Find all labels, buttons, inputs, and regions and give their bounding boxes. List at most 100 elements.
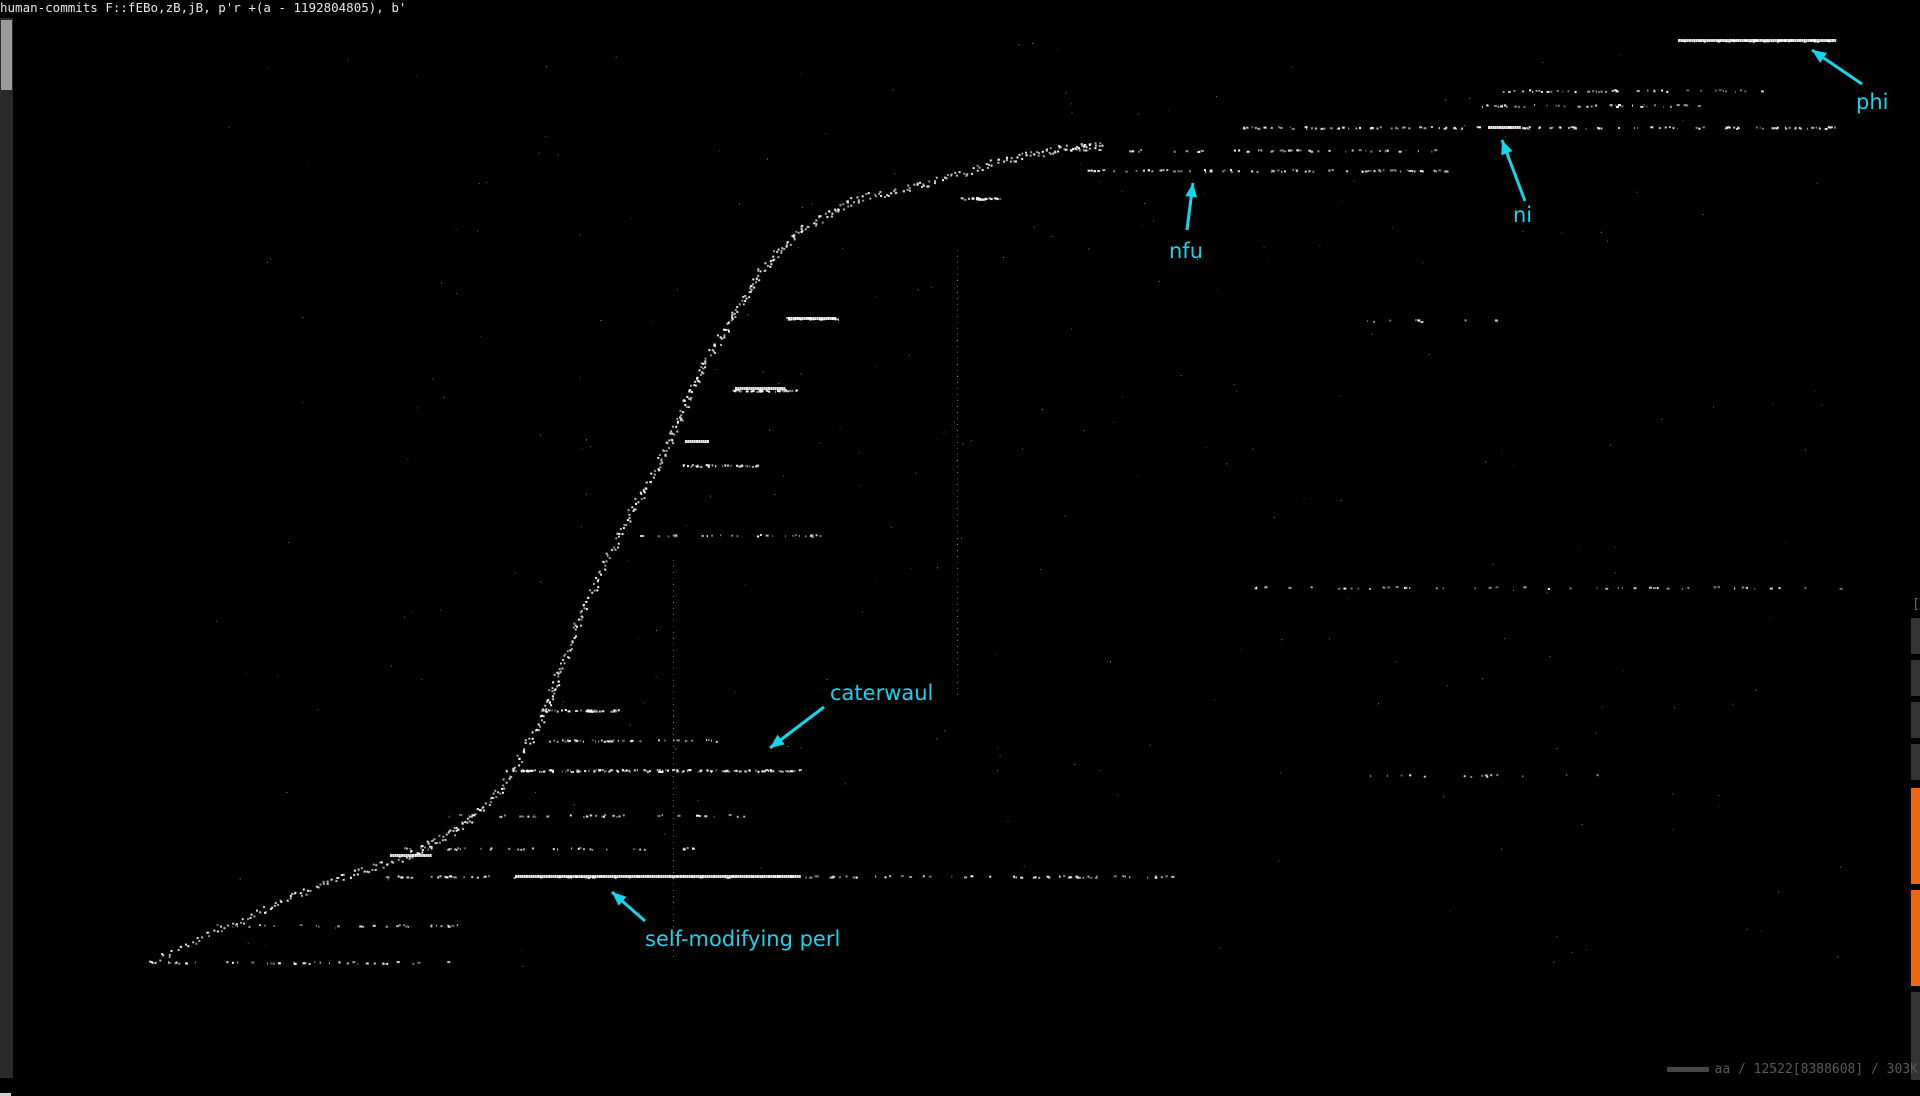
commit-point (965, 174, 968, 177)
commit-point (795, 230, 798, 233)
side-tab[interactable] (1911, 702, 1920, 738)
side-tab-active[interactable] (1911, 890, 1920, 986)
commit-point (732, 389, 735, 392)
commit-point (1371, 333, 1373, 335)
commit-point (772, 875, 775, 878)
commit-point (421, 679, 423, 680)
commit-point (482, 806, 485, 809)
side-tab[interactable] (1911, 744, 1920, 780)
commit-point (704, 815, 708, 818)
commit-point (605, 875, 608, 878)
commit-point (1263, 246, 1265, 248)
commit-point (685, 406, 688, 408)
commit-point (1507, 90, 1511, 93)
commit-point (797, 231, 800, 234)
commit-point (1236, 390, 1238, 392)
commit-point (790, 875, 794, 878)
commit-point (922, 875, 925, 878)
commit-point (1264, 586, 1268, 589)
commit-point (625, 769, 628, 772)
commit-point (673, 668, 674, 669)
commit-point (1487, 316, 1489, 318)
commit-point (1505, 105, 1508, 108)
commit-point (548, 709, 551, 712)
commit-point (776, 875, 779, 878)
commit-point (372, 924, 376, 927)
commit-point (756, 390, 760, 393)
commit-point (1299, 149, 1302, 152)
commit-point (765, 389, 768, 392)
commit-point (757, 269, 760, 272)
commit-point (1522, 127, 1525, 130)
commit-point (476, 876, 479, 879)
commit-point (1431, 150, 1433, 153)
commit-point (673, 656, 674, 657)
commit-point (768, 387, 770, 390)
commit-point (1837, 956, 1839, 958)
side-tab[interactable] (1911, 992, 1920, 1080)
side-tab[interactable] (1911, 618, 1920, 654)
commit-point (1691, 39, 1694, 42)
commit-point (1314, 127, 1317, 130)
commit-point (597, 580, 599, 583)
commit-point (757, 770, 760, 773)
commit-point (1082, 876, 1084, 879)
commit-point (604, 770, 606, 773)
side-tab-active[interactable] (1911, 788, 1920, 884)
commit-point (957, 556, 958, 557)
side-tab[interactable] (1911, 660, 1920, 696)
commit-point (1494, 126, 1497, 129)
commit-point (598, 769, 602, 772)
commit-point (194, 961, 196, 964)
commit-point (894, 173, 896, 175)
commit-point (819, 442, 821, 444)
commit-point (1445, 99, 1447, 101)
commit-point (807, 225, 810, 228)
commit-point (386, 863, 389, 866)
commit-point (524, 742, 527, 744)
commit-point (579, 739, 581, 742)
commit-point (700, 440, 703, 443)
scrollbar-thumb[interactable] (1, 20, 12, 90)
commit-point (1522, 775, 1524, 778)
commit-point (1423, 775, 1426, 778)
commit-point (302, 317, 304, 318)
commit-point (1395, 169, 1397, 172)
annotation-phi: phi (1856, 90, 1889, 114)
commit-point (589, 875, 592, 878)
commit-point (957, 568, 958, 569)
commit-point (593, 589, 596, 592)
commit-point (580, 624, 582, 627)
commit-point (744, 770, 747, 773)
commit-point (1233, 384, 1235, 386)
commit-point (1075, 875, 1078, 878)
commit-point (669, 432, 672, 435)
commit-point (750, 387, 753, 390)
commit-point (1600, 90, 1603, 93)
commit-point (488, 804, 491, 806)
commit-point (402, 924, 405, 927)
commit-point (719, 336, 722, 339)
commit-point (1689, 39, 1691, 42)
commit-point (1541, 90, 1543, 93)
commit-point (447, 848, 451, 851)
commit-point (322, 882, 325, 885)
commit-point (908, 354, 910, 356)
commit-point (353, 874, 356, 877)
commit-point (1733, 39, 1735, 42)
commit-point (781, 247, 784, 250)
commit-point (705, 464, 708, 467)
commit-point (548, 701, 551, 704)
commit-point (480, 847, 482, 850)
commit-point (733, 769, 737, 772)
commit-point (476, 808, 479, 811)
commit-point (595, 814, 598, 817)
commit-point (837, 210, 840, 213)
commit-point (724, 875, 726, 878)
commit-point (607, 740, 611, 743)
commit-point (1668, 126, 1671, 129)
commit-point (432, 839, 435, 842)
commit-point (1827, 126, 1830, 129)
commit-point (1546, 592, 1548, 594)
